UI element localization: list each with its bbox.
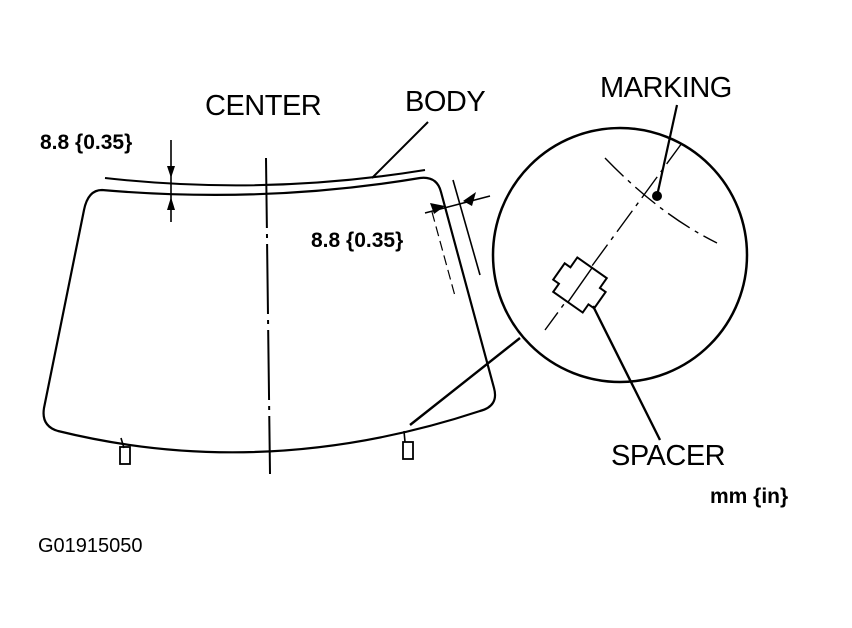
windshield-outline [42, 176, 497, 454]
top-gap-value: 8.8 {0.35} [40, 131, 133, 154]
detail-circle [491, 126, 749, 384]
body-leader [371, 121, 429, 179]
marking-leader [655, 104, 679, 197]
figure-code: G01915050 [38, 535, 143, 557]
units-label: mm {in} [710, 485, 789, 508]
side-body-edge-line [452, 179, 481, 276]
detail-spacer-shape [551, 256, 609, 314]
spacer-leader [591, 305, 662, 441]
spacer-label: SPACER [611, 440, 726, 472]
body-edge-line [104, 169, 426, 187]
spacer-left [119, 446, 131, 465]
marking-label: MARKING [600, 72, 732, 104]
center-line [265, 157, 271, 475]
spacer-right [402, 441, 414, 460]
center-label: CENTER [205, 90, 322, 122]
top-gap-dimension [167, 140, 175, 222]
body-label: BODY [405, 86, 486, 118]
side-glass-reference-line [431, 211, 456, 297]
detail-leader-line [409, 337, 521, 426]
side-gap-value: 8.8 {0.35} [311, 229, 404, 252]
side-gap-dimension [424, 192, 491, 214]
detail-glass-edge [604, 157, 718, 244]
